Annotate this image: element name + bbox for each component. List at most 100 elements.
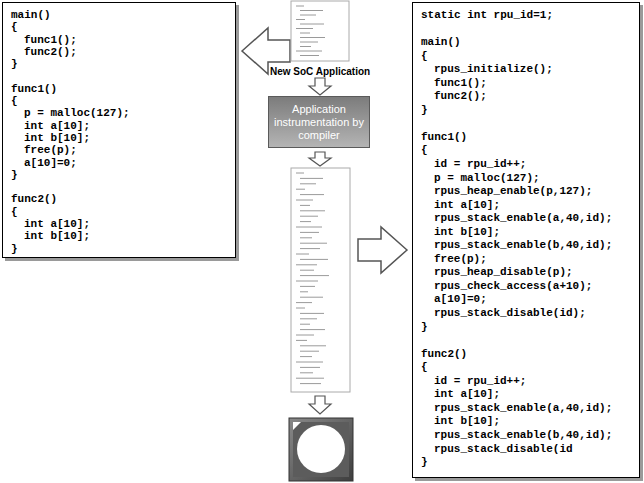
code-line: id = rpu_id++;: [421, 375, 633, 389]
thumbnail-line: [300, 243, 327, 244]
code-line: rpus_stack_enable(b,40,id);: [421, 429, 633, 443]
code-line: int a[10];: [11, 120, 229, 132]
code-line: rpus_stack_disable(id);: [421, 307, 633, 321]
thumbnail-line: [296, 378, 324, 379]
thumbnail-line: [300, 10, 323, 11]
code-line: {: [421, 144, 633, 158]
blank-line: [11, 70, 229, 82]
code-line: {: [11, 206, 229, 218]
thumbnail-line: [300, 194, 324, 195]
thumbnail-line: [296, 19, 305, 20]
thumbnail-line: [300, 324, 310, 325]
thumbnail-line: [296, 51, 322, 52]
thumbnail-line: [296, 302, 312, 303]
thumbnail-line: [300, 37, 325, 38]
code-line: }: [11, 243, 229, 255]
thumbnail-line: [300, 33, 310, 34]
process-box: Application instrumentation by compiler: [268, 96, 370, 148]
down-arrow: [309, 152, 331, 166]
thumbnail-line: [300, 42, 318, 43]
code-line: p = malloc(127);: [11, 107, 229, 119]
code-line: main(): [11, 9, 229, 21]
thumbnail-line: [300, 270, 314, 271]
thumbnail-line: [296, 264, 317, 265]
code-line: rpus_stack_enable(a,40,id);: [421, 212, 633, 226]
code-line: rpus_heap_disable(p);: [421, 266, 633, 280]
code-line: static int rpu_id=1;: [421, 9, 633, 23]
thumbnail-line: [300, 55, 319, 56]
code-line: rpus_check_access(a+10);: [421, 280, 633, 294]
code-line: free(p);: [421, 253, 633, 267]
page-thumbnail: [291, 168, 350, 392]
code-line: {: [421, 361, 633, 375]
code-line: func2(): [11, 193, 229, 205]
thumbnail-line: [300, 210, 325, 211]
thumbnail-line: [296, 281, 318, 282]
thumbnail-line: [296, 189, 305, 190]
code-line: func1();: [421, 77, 633, 91]
thumbnail-line: [296, 362, 323, 363]
thumbnail-line: [296, 308, 305, 309]
code-line: int a[10];: [11, 218, 229, 230]
blank-line: [421, 23, 633, 37]
thumbnail-line: [300, 216, 318, 217]
blank-line: [421, 117, 633, 131]
code-line: int a[10];: [421, 388, 633, 402]
code-line: free(p);: [11, 144, 229, 156]
thumbnail-line: [300, 259, 328, 260]
thumbnail-line: [300, 46, 311, 47]
code-line: int b[10];: [11, 230, 229, 242]
code-line: }: [421, 456, 633, 470]
code-line: func1(): [11, 83, 229, 95]
thumbnail-line: [300, 297, 323, 298]
code-line: func2();: [11, 46, 229, 58]
thumbnail-line: [300, 221, 311, 222]
thumbnail-line: [300, 205, 310, 206]
code-line: rpus_stack_enable(a,40,id);: [421, 402, 633, 416]
code-line: {: [11, 95, 229, 107]
code-line: main(): [421, 36, 633, 50]
thumbnail-line: [296, 227, 322, 228]
code-line: }: [421, 321, 633, 335]
block-arrow: [358, 227, 407, 273]
thumbnail-line: [300, 313, 324, 314]
thumbnail-line: [300, 232, 319, 233]
code-line: func1();: [11, 34, 229, 46]
thumbnail-line: [300, 291, 308, 292]
thumbnail-line: [300, 351, 319, 352]
code-listing: static int rpu_id=1;main(){rpus_initiali…: [412, 2, 640, 478]
code-line: }: [11, 58, 229, 70]
code-line: func1(): [421, 131, 633, 145]
thumbnail-line: [296, 335, 314, 336]
thumbnail-line: [296, 173, 304, 174]
thumbnail-line: [300, 24, 324, 25]
code-line: func2(): [421, 348, 633, 362]
thumbnail-line: [300, 372, 313, 373]
code-line: a[10]=0;: [421, 293, 633, 307]
code-line: {: [11, 21, 229, 33]
code-line: }: [11, 169, 229, 181]
caption-label: New SoC Application: [270, 66, 370, 77]
thumbnail-line: [300, 356, 312, 357]
thumbnail-line: [300, 183, 316, 184]
code-line: }: [421, 104, 633, 118]
thumbnail-line: [296, 6, 304, 7]
down-arrow: [309, 396, 331, 414]
text-group: Application instrumentation by compiler: [274, 103, 364, 142]
thumbnail-line: [296, 254, 309, 255]
page-thumbnail: [291, 1, 349, 61]
code-line: int a[10];: [421, 199, 633, 213]
code-line: int b[10];: [11, 132, 229, 144]
thumbnail-line: [300, 248, 320, 249]
thumbnail-line: [300, 383, 321, 384]
code-listing: main(){func1();func2();}func1(){p = mall…: [2, 2, 236, 258]
down-arrow: [309, 78, 331, 95]
thumbnail-line: [300, 178, 323, 179]
thumbnail-line: [296, 340, 307, 341]
thumbnail-line: [300, 15, 316, 16]
thumbnail-line: [300, 275, 329, 276]
box-label: Application instrumentation by compiler: [274, 103, 364, 142]
code-line: func2();: [421, 90, 633, 104]
blank-line: [11, 181, 229, 193]
code-line: id = rpu_id++;: [421, 158, 633, 172]
